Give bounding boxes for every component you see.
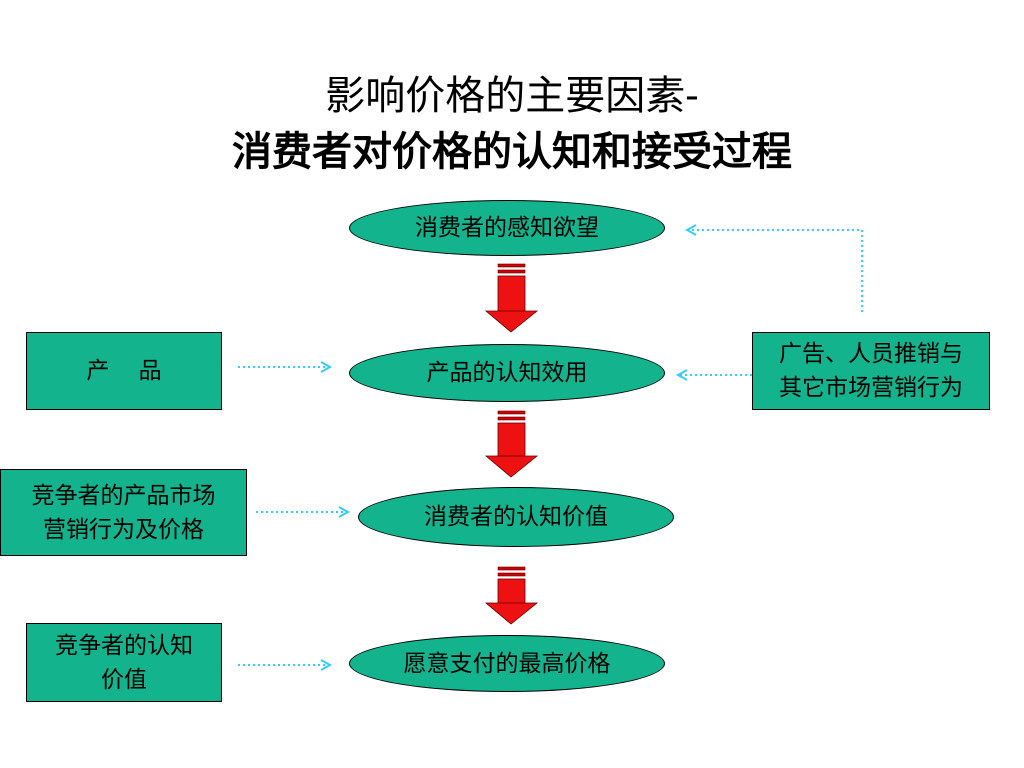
factor-marketing-line-1: 广告、人员推销与 xyxy=(779,341,963,367)
factor-competitor-behavior-line-2: 营销行为及价格 xyxy=(43,516,204,543)
connector-marketing-to-desire xyxy=(687,230,863,312)
factor-marketing-line-2: 其它市场营销行为 xyxy=(779,375,963,401)
factor-product-label: 产 品 xyxy=(86,358,162,384)
diagram-title: 影响价格的主要因素- xyxy=(325,73,699,119)
flow-arrow-3 xyxy=(484,566,539,625)
factor-competitor-value-line-2: 价值 xyxy=(101,666,147,693)
step-perceived-value: 消费者的认知价值 xyxy=(358,487,674,547)
factor-competitor-behavior: 竞争者的产品市场 营销行为及价格 xyxy=(0,469,247,556)
step-perceived-desire: 消费者的感知欲望 xyxy=(349,200,665,256)
diagram-subtitle: 消费者对价格的认知和接受过程 xyxy=(232,128,792,175)
factor-competitor-value: 竞争者的认知 价值 xyxy=(26,623,222,702)
factor-product: 产 品 xyxy=(26,332,222,410)
factor-competitor-value-line-1: 竞争者的认知 xyxy=(55,632,193,659)
step-max-willing-price: 愿意支付的最高价格 xyxy=(349,635,665,692)
flow-arrow-2 xyxy=(484,410,539,478)
flow-arrow-1 xyxy=(484,263,539,333)
step-perceived-utility: 产品的认知效用 xyxy=(349,344,665,402)
factor-marketing-activities: 广告、人员推销与 其它市场营销行为 xyxy=(752,332,990,410)
factor-competitor-behavior-line-1: 竞争者的产品市场 xyxy=(31,482,216,509)
